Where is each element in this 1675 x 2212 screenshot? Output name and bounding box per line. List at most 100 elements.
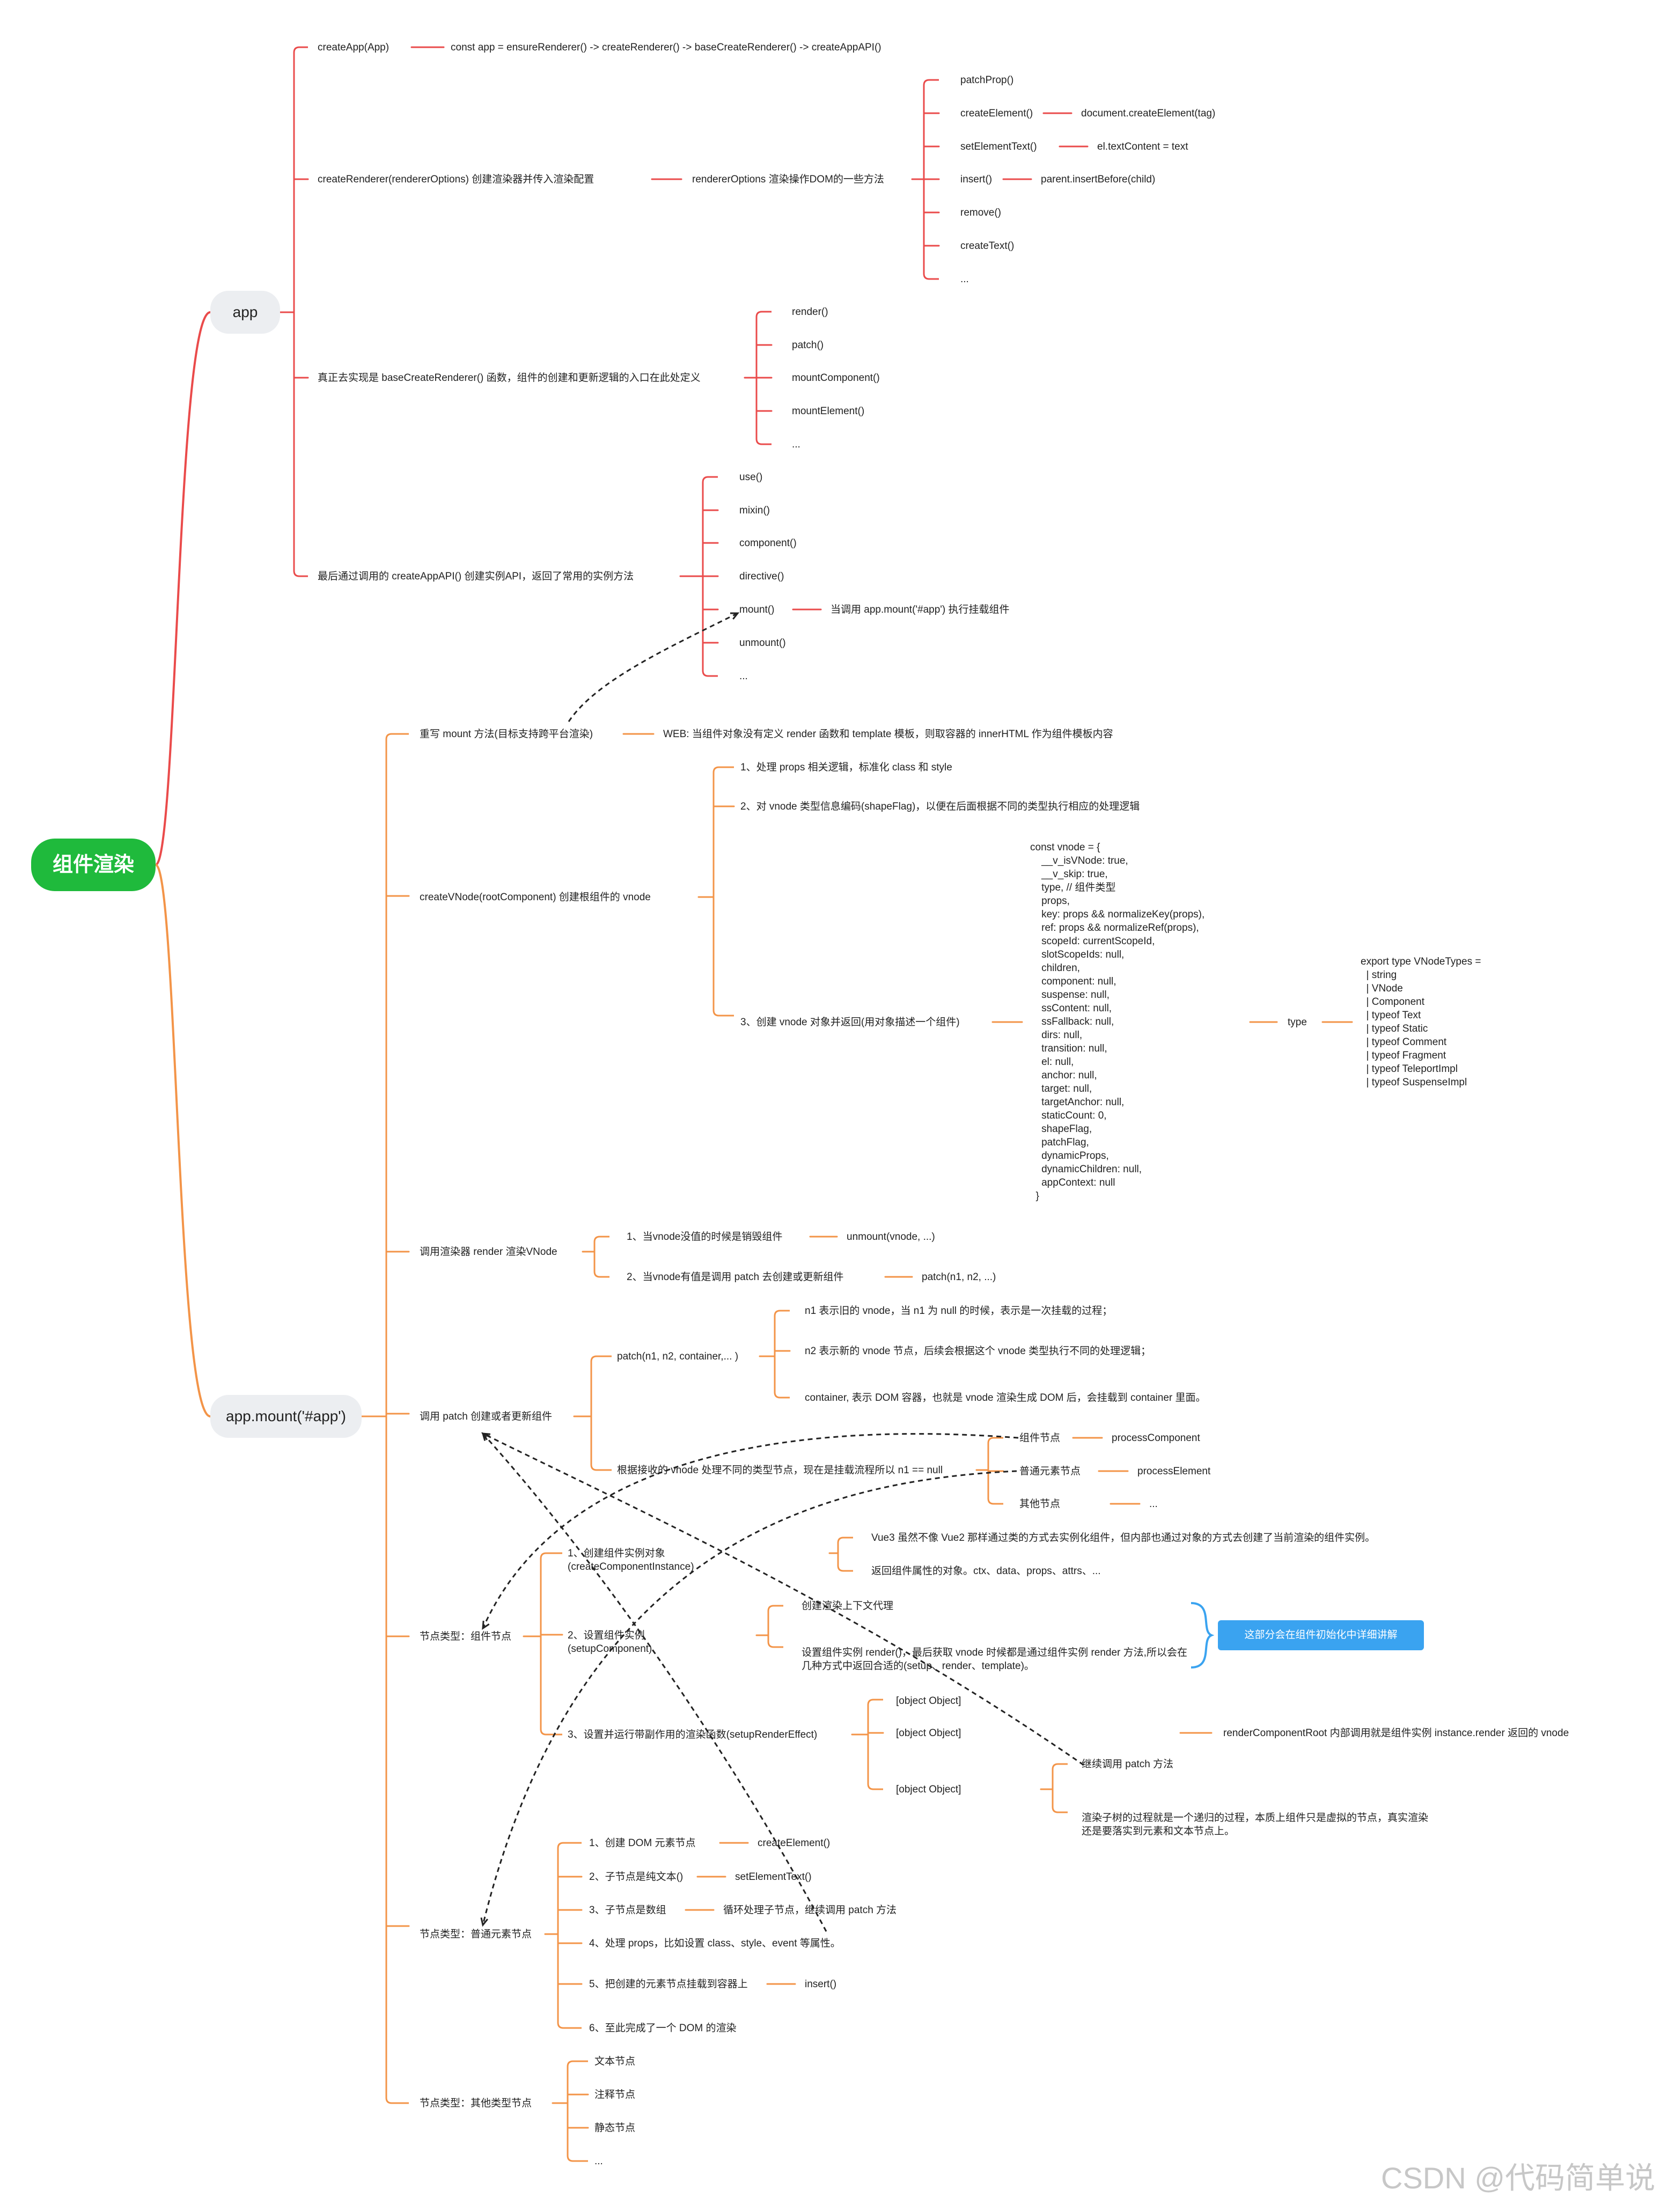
create-app: createApp(App) [318, 42, 390, 53]
renderer-option-5: createText() [960, 240, 1015, 252]
renderer-option-3: insert() [960, 174, 993, 185]
node-type-1: 普通元素节点 [1019, 1466, 1081, 1477]
element-step-1: 2、子节点是纯文本() [589, 1871, 684, 1883]
step2-item-0: 创建渲染上下文代理 [802, 1600, 894, 1612]
dashed-arrow [568, 612, 738, 722]
app-api-item-6: ... [739, 671, 748, 682]
patch-arg-2: container, 表示 DOM 容器，也就是 vnode 渲染生成 DOM … [805, 1392, 1206, 1403]
arrow-head [482, 1620, 490, 1630]
setup-callout: 这部分会在组件初始化中详细讲解 [1218, 1620, 1424, 1650]
app-api-item-2: component() [739, 538, 797, 549]
renderer-option-0: patchProp() [960, 75, 1014, 86]
vnode-step-0: 1、处理 props 相关逻辑，标准化 class 和 style [740, 762, 952, 773]
other-node: 节点类型：其他类型节点 [420, 2098, 532, 2109]
render-case-0: 1、当vnode没值的时候是销毁组件 [627, 1231, 783, 1243]
app-api-item-0: use() [739, 472, 763, 483]
render-case-1-detail: patch(n1, n2, ...) [922, 1272, 996, 1283]
patch-arg-0: n1 表示旧的 vnode，当 n1 为 null 的时候，表示是一次挂载的过程… [805, 1305, 1113, 1317]
vnode-type-label: type [1288, 1017, 1307, 1028]
element-step-0: 1、创建 DOM 元素节点 [589, 1838, 696, 1849]
element-step-4: 5、把创建的元素节点挂载到容器上 [589, 1979, 748, 1990]
vnode-type-code: export type VNodeTypes = | string | VNod… [1361, 956, 1481, 1088]
step3-item-1-detail: renderComponentRoot 内部调用就是组件实例 instance.… [1223, 1728, 1569, 1739]
patch-recursion-1: 渲染子树的过程就是一个递归的过程，本质上组件只是虚拟的节点，真实渲染还是要落实到… [1082, 1812, 1429, 1837]
element-step-3: 4、处理 props，比如设置 class、style、event 等属性。 [589, 1938, 841, 1949]
bracket-line [712, 766, 734, 1017]
component-node: 节点类型：组件节点 [420, 1631, 512, 1642]
base-renderer-item-1: patch() [792, 340, 824, 351]
dashed-arrow [482, 1470, 1017, 1926]
connector-curve [155, 864, 211, 1417]
rewrite-detail: WEB: 当组件对象没有定义 render 函数和 template 模板，则取… [663, 729, 1113, 740]
app-api-item-4: mount() [739, 604, 775, 615]
bracket-line [557, 1842, 582, 2029]
step2-item-1: 设置组件实例 render()，最后获取 vnode 时候都是通过组件实例 re… [802, 1647, 1187, 1672]
create-vnode: createVNode(rootComponent) 创建根组件的 vnode [420, 892, 651, 903]
render-case-0-detail: unmount(vnode, ...) [847, 1231, 935, 1243]
arrow-head [481, 1432, 491, 1441]
app-api-item-1: mixin() [739, 505, 770, 516]
callout-brace [1191, 1602, 1215, 1669]
base-renderer-item-4: ... [792, 439, 800, 450]
component-step-2: 2、设置组件实例(setupComponent) [568, 1630, 652, 1655]
element-step-detail-4: insert() [805, 1979, 837, 1990]
node-type-0: 组件节点 [1019, 1432, 1061, 1444]
renderer-option-detail-2: el.textContent = text [1097, 141, 1188, 152]
app-api-item-5: unmount() [739, 637, 786, 649]
arrow-head [480, 1917, 488, 1927]
create-renderer: createRenderer(rendererOptions) 创建渲染器并传入… [318, 174, 594, 185]
component-step-3: 3、设置并运行带副作用的渲染函数(setupRenderEffect) [568, 1729, 818, 1740]
other-node-item-0: 文本节点 [594, 2056, 636, 2067]
dashed-arrow [482, 1432, 827, 1932]
node-type-2: 其他节点 [1019, 1498, 1061, 1510]
bracket-line [774, 1310, 790, 1399]
bracket-line [540, 1552, 562, 1736]
component-step-1: 1、创建组件实例对象(createComponentInstance) [568, 1548, 694, 1572]
element-step-detail-2: 循环处理子节点，继续调用 patch 方法 [723, 1905, 897, 1916]
bracket-line [837, 1537, 853, 1572]
renderer-options: rendererOptions 渲染操作DOM的一些方法 [692, 174, 884, 185]
element-step-detail-1: setElementText() [735, 1871, 812, 1883]
node-type-detail-1: processElement [1137, 1466, 1211, 1477]
base-renderer-item-3: mountElement() [792, 406, 865, 417]
patch-recursion-0: 继续调用 patch 方法 [1082, 1759, 1174, 1770]
bracket-line [867, 1699, 883, 1790]
renderer-option-detail-3: parent.insertBefore(child) [1041, 174, 1156, 185]
renderer-option-2: setElementText() [960, 141, 1037, 152]
bracket-line [590, 1355, 612, 1471]
element-step-5: 6、至此完成了一个 DOM 的渲染 [589, 2023, 737, 2034]
base-create-renderer: 真正去实现是 baseCreateRenderer() 函数，组件的创建和更新逻… [318, 372, 701, 384]
mount-node: app.mount('#app') [210, 1395, 362, 1438]
renderer-option-6: ... [960, 274, 969, 285]
render-case-1: 2、当vnode有值是调用 patch 去创建或更新组件 [627, 1272, 844, 1283]
base-renderer-item-0: render() [792, 306, 828, 318]
step3-item-0: [object Object] [896, 1695, 961, 1707]
bracket-line [1052, 1763, 1068, 1813]
other-node-item-1: 注释节点 [594, 2089, 636, 2100]
step3-item-2: [object Object] [896, 1784, 961, 1795]
renderer-option-1: createElement() [960, 108, 1033, 119]
element-step-detail-0: createElement() [758, 1838, 831, 1849]
dashed-arrow [482, 1433, 1019, 1629]
mount-detail: 当调用 app.mount('#app') 执行挂载组件 [831, 604, 1010, 615]
step3-item-1: [object Object] [896, 1728, 961, 1739]
other-node-item-2: 静态节点 [594, 2122, 636, 2134]
vnode-code: const vnode = { __v_isVNode: true, __v_s… [1030, 842, 1205, 1202]
bracket-line [567, 2060, 588, 2162]
node-type-detail-0: processComponent [1112, 1432, 1200, 1444]
node-type-detail-2: ... [1149, 1498, 1158, 1510]
step1-item-0: Vue3 虽然不像 Vue2 那样通过类的方式去实例化组件，但内部也通过对象的方… [871, 1532, 1376, 1544]
create-app-api: 最后通过调用的 createAppAPI() 创建实例API，返回了常用的实例方… [318, 571, 634, 582]
renderer-option-4: remove() [960, 207, 1002, 218]
bracket-line [593, 1236, 609, 1278]
bracket-line [293, 46, 308, 577]
call-render: 调用渲染器 render 渲染VNode [420, 1246, 557, 1258]
bracket-line [767, 1605, 783, 1648]
element-step-2: 3、子节点是数组 [589, 1905, 666, 1916]
connector-curve [155, 311, 211, 866]
step1-item-1: 返回组件属性的对象。ctx、data、props、attrs、... [871, 1566, 1101, 1577]
arrow-head [730, 612, 740, 620]
vnode-step-2: 3、创建 vnode 对象并返回(用对象描述一个组件) [740, 1017, 960, 1028]
